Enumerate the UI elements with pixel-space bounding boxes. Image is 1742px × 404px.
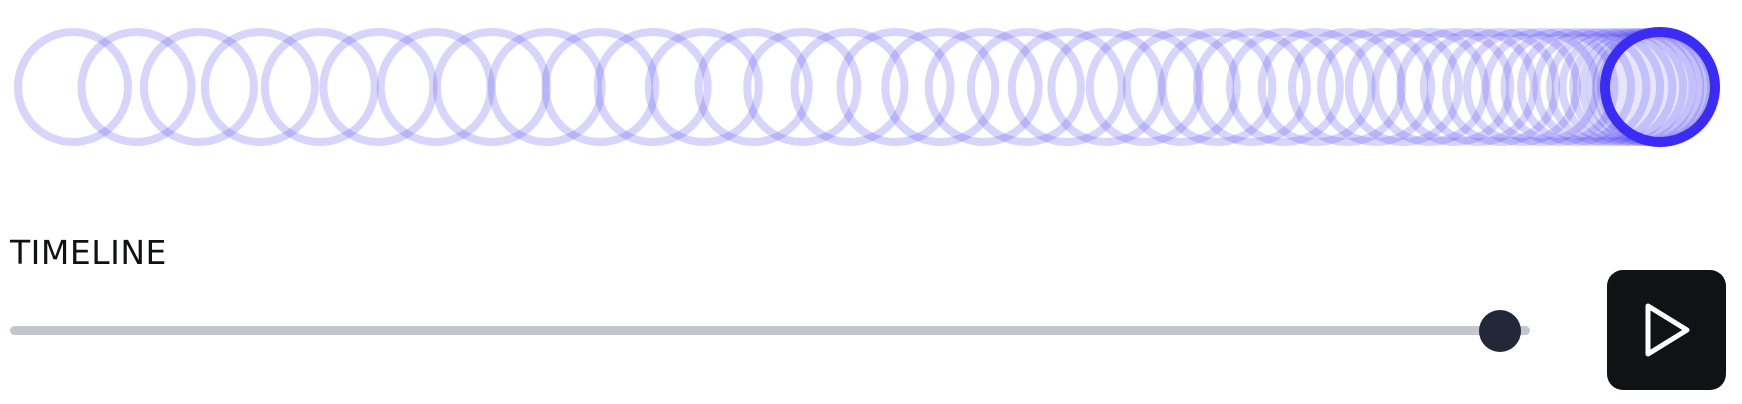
trail-ring <box>1371 28 1490 146</box>
trail-ring <box>694 28 813 146</box>
trail-ring <box>1192 28 1311 146</box>
trail-ring <box>1482 28 1601 146</box>
trail-ring <box>1047 28 1166 146</box>
trail-ring <box>1288 28 1406 146</box>
trail-ring <box>1558 28 1677 146</box>
animation-preview <box>0 0 1742 180</box>
trail-ring <box>1532 28 1651 146</box>
trail-ring <box>1158 28 1277 146</box>
trail-ring <box>376 28 495 146</box>
trail-ring <box>1344 28 1463 146</box>
trail-ring <box>966 28 1085 146</box>
trail-ring <box>1317 28 1436 146</box>
trail-ring <box>1546 28 1665 146</box>
trail-ring <box>593 28 712 146</box>
trail-ring <box>836 28 955 146</box>
ring-trail <box>14 27 1720 147</box>
trail-ring <box>881 28 1000 146</box>
trail-ring <box>1396 28 1515 146</box>
play-icon <box>1645 303 1689 357</box>
trail-ring <box>1462 28 1581 146</box>
play-button[interactable] <box>1607 270 1726 390</box>
trail-ring <box>1257 28 1376 146</box>
timeline-track[interactable] <box>10 326 1530 335</box>
trail-ring <box>924 28 1043 146</box>
trail-ring <box>644 28 763 146</box>
trail-ring <box>1007 28 1126 146</box>
trail-ring <box>1569 28 1688 146</box>
current-ring <box>1600 27 1720 147</box>
trail-ring <box>743 28 862 146</box>
timeline-scrubber-handle[interactable] <box>1478 310 1521 352</box>
timeline-label: TIMELINE <box>10 233 167 272</box>
trail-ring <box>200 28 319 146</box>
trail-ring <box>1225 28 1344 146</box>
trail-ring <box>1419 28 1538 146</box>
trail-ring <box>487 28 606 146</box>
trail-ring <box>1085 28 1204 146</box>
trail-ring <box>541 28 660 146</box>
trail-ring <box>432 28 551 146</box>
trail-ring <box>139 28 258 146</box>
trail-ring <box>319 28 438 146</box>
trail-ring <box>1517 28 1636 146</box>
trail-ring <box>14 28 132 146</box>
trail-ring <box>1122 28 1241 146</box>
trail-ring <box>1500 28 1619 146</box>
trail-ring <box>77 28 196 146</box>
trail-ring <box>1442 28 1561 146</box>
trail-ring <box>260 28 379 146</box>
trail-ring <box>790 28 909 146</box>
